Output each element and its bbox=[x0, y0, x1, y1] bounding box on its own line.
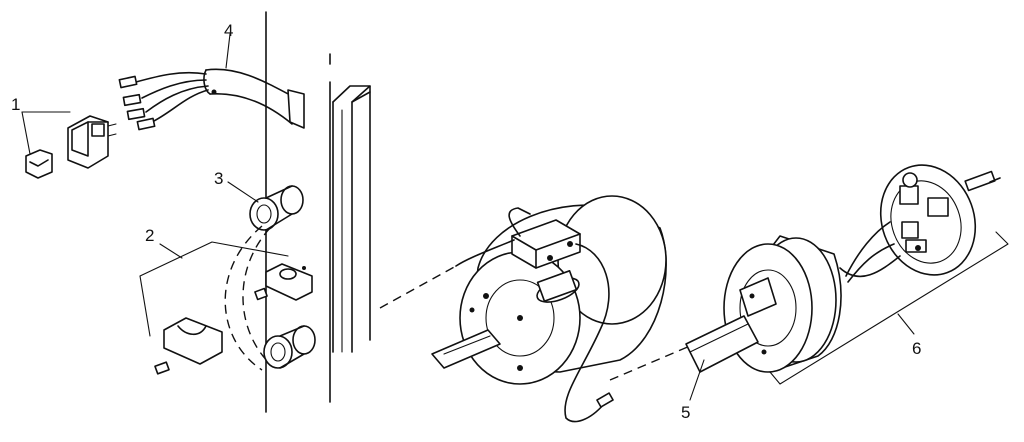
callout-6-tick bbox=[897, 313, 915, 335]
callout-4: 4 bbox=[224, 21, 233, 40]
rocker-switch-icon bbox=[67, 115, 117, 169]
grommet-icon bbox=[249, 185, 304, 231]
assembly-path-inner bbox=[242, 227, 271, 365]
terminal-block-icon bbox=[879, 164, 1001, 276]
callout-2: 2 bbox=[145, 226, 154, 245]
callout-5-leader bbox=[689, 359, 705, 401]
callout-5: 5 bbox=[681, 403, 690, 422]
callout-3: 3 bbox=[214, 169, 223, 188]
callout-6-leader bbox=[769, 231, 1009, 385]
shaft-icon bbox=[685, 315, 759, 373]
clamp-lower-icon bbox=[154, 317, 223, 375]
motor-leads bbox=[455, 207, 614, 423]
callout-1: 1 bbox=[11, 95, 20, 114]
assembly-axis-left bbox=[379, 265, 457, 309]
callout-2-leader bbox=[139, 241, 289, 337]
capacitor-box-icon bbox=[511, 219, 581, 269]
clamp-icon bbox=[254, 263, 313, 301]
grommet-lower-icon bbox=[263, 325, 316, 369]
callout-4-leader bbox=[225, 33, 231, 69]
right-motor-leads bbox=[839, 221, 901, 283]
assembly-path-left bbox=[224, 225, 263, 371]
callout-1-leader-a bbox=[21, 111, 31, 155]
right-motor-icon bbox=[723, 235, 842, 373]
wire-harness-icon bbox=[118, 68, 305, 131]
callout-6: 6 bbox=[912, 339, 921, 358]
switch-clip-icon bbox=[25, 149, 53, 179]
callout-3-leader bbox=[227, 181, 259, 203]
channel-bracket bbox=[332, 85, 371, 353]
